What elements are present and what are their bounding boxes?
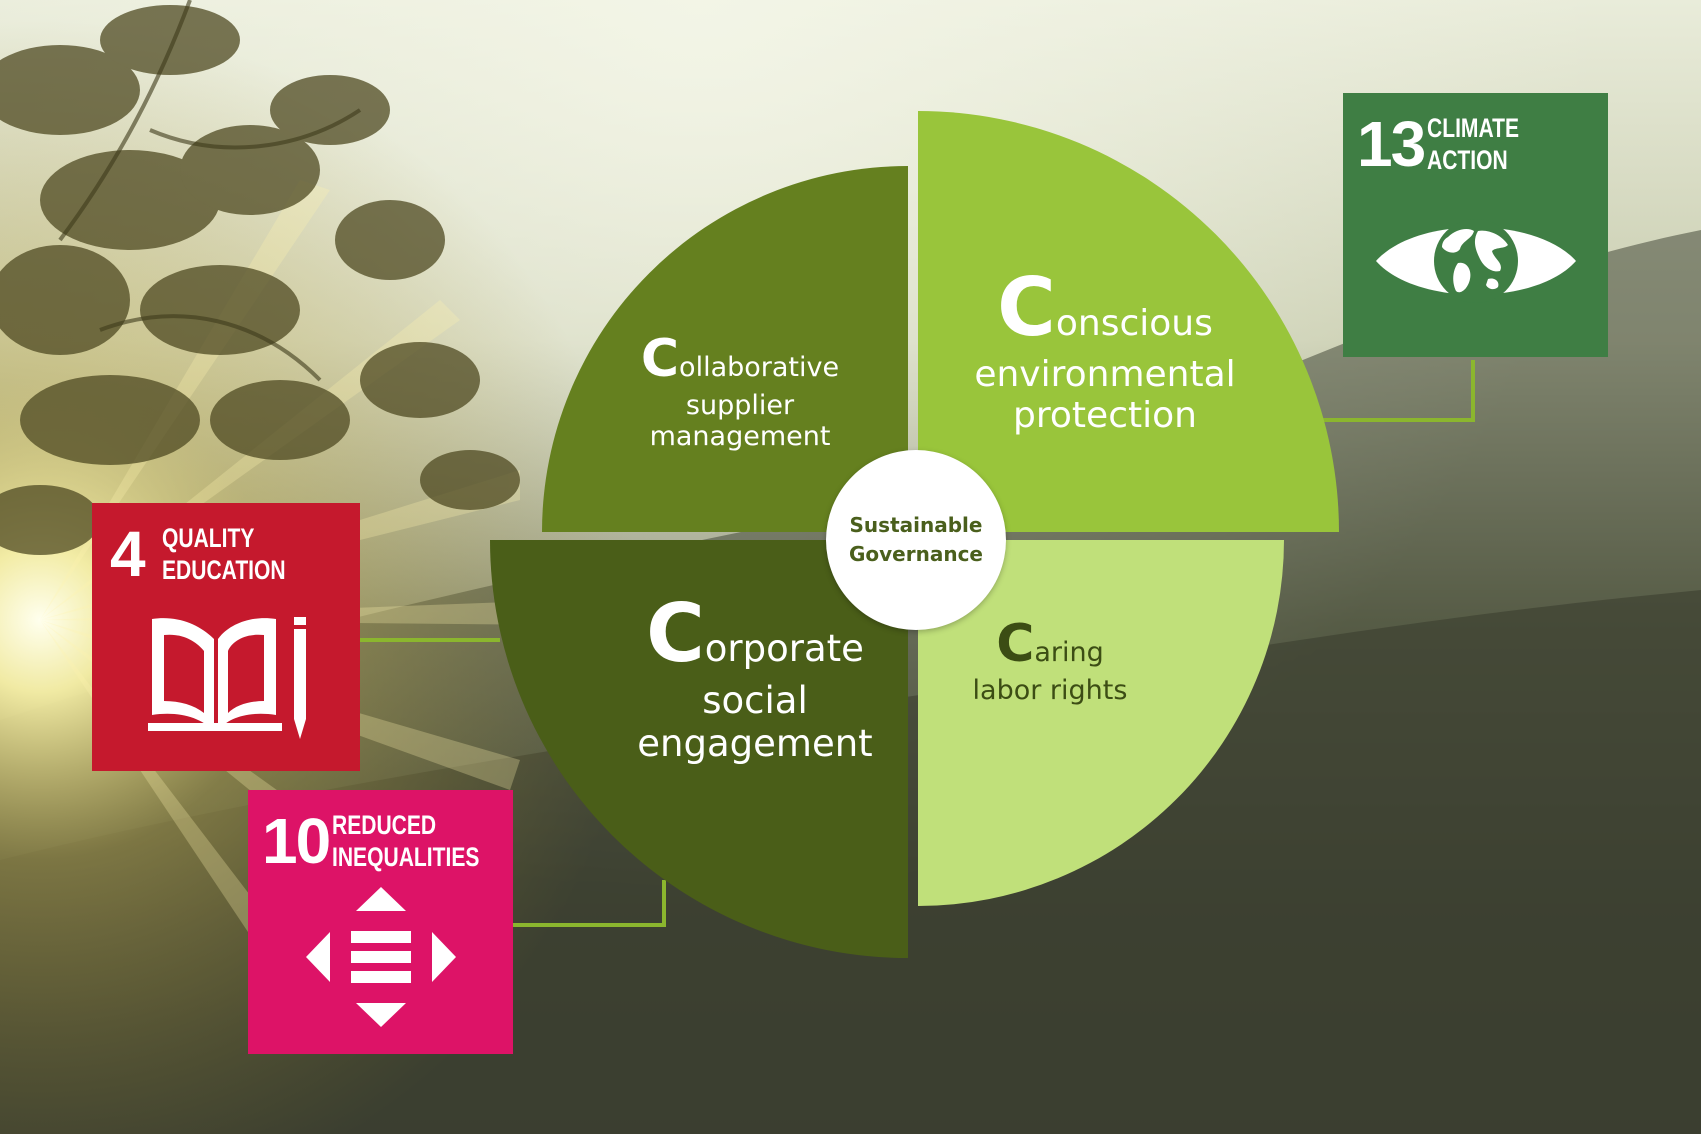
connector-line-sdg10 [510, 880, 666, 927]
conscious-initial: C [997, 261, 1056, 354]
sdg-13-climate-action-tile: 13 CLIMATE ACTION [1343, 93, 1608, 357]
sdg-10-number: 10 [262, 805, 331, 877]
conscious-label: Conscious environmental protection [974, 261, 1236, 437]
sdg-10-reduced-inequalities-tile: 10 REDUCED INEQUALITIES [248, 790, 513, 1054]
sdg-13-title: CLIMATE ACTION [1427, 113, 1520, 175]
eye-globe-icon [1376, 219, 1576, 303]
center-line-1: Sustainable [849, 513, 983, 537]
collaborative-initial: C [640, 329, 680, 389]
sdg-4-title: QUALITY EDUCATION [162, 523, 286, 585]
quadrant-corporate-social-engagement [490, 540, 908, 958]
center-line-2: Governance [848, 542, 983, 566]
book-pencil-icon [148, 617, 306, 739]
sdg-10-title: REDUCED INEQUALITIES [332, 810, 480, 872]
sdg-13-number: 13 [1357, 108, 1426, 180]
equality-arrows-icon [306, 887, 456, 1027]
sdg-4-number: 4 [110, 518, 146, 590]
caring-label: Caring labor rights [972, 614, 1128, 706]
sdg-4-quality-education-tile: 4 QUALITY EDUCATION [92, 503, 360, 771]
corporate-label: Corporate social engagement [637, 587, 873, 765]
corporate-initial: C [646, 587, 705, 680]
connector-line-sdg13 [1320, 360, 1475, 422]
center-sustainable-governance: Sustainable Governance [826, 450, 1006, 630]
collaborative-label: Collaborative supplier management [640, 329, 840, 452]
quadrant-conscious-environmental-protection [918, 111, 1339, 532]
quadrant-collaborative-supplier-management [542, 166, 908, 532]
quadrant-caring-labor-rights [918, 540, 1284, 906]
caring-initial: C [996, 614, 1035, 674]
